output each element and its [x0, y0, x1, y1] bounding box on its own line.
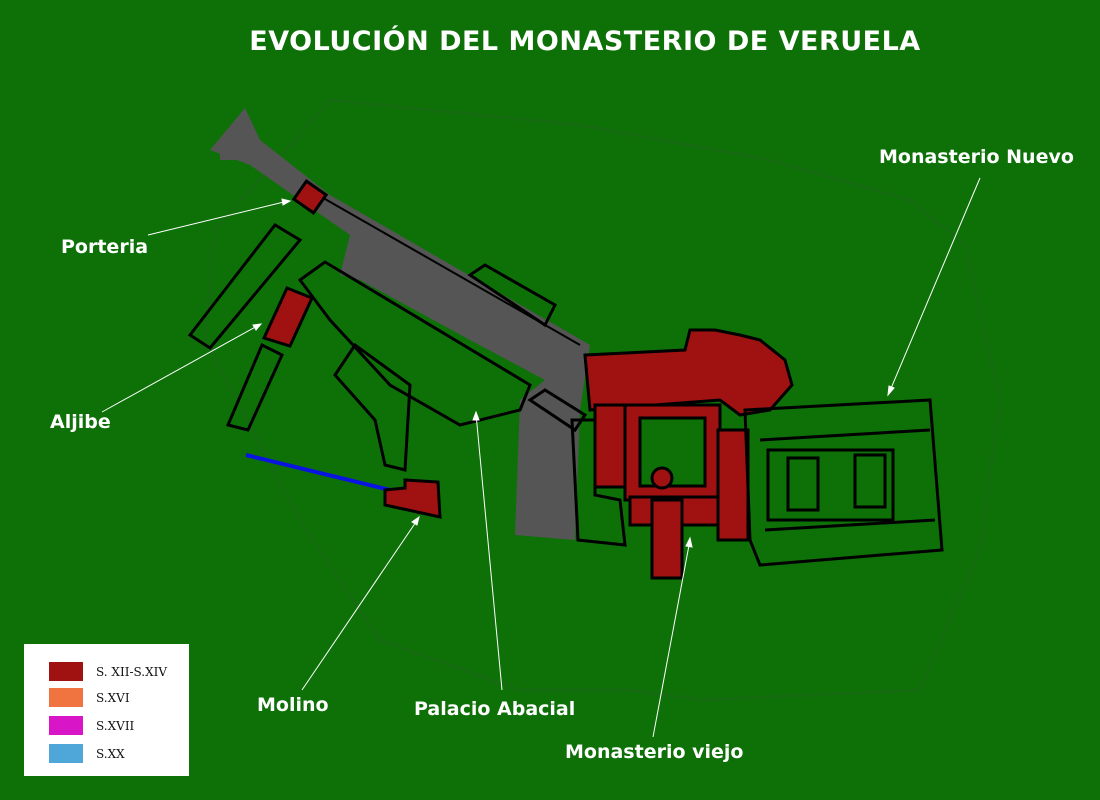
access-road	[210, 108, 590, 540]
label-molino: Molino	[257, 694, 329, 716]
porteria-building	[291, 179, 329, 215]
legend-swatch	[49, 662, 83, 681]
building-outline	[527, 388, 588, 433]
label-arrows	[101, 177, 981, 738]
legend-item: S.XX	[49, 744, 125, 763]
legend-item: S.XVII	[49, 716, 134, 735]
building-outline	[297, 260, 532, 427]
label-monasterio-nuevo: Monasterio Nuevo	[879, 146, 1074, 168]
outer-wall-outline	[203, 98, 1002, 702]
aljibe-building	[261, 286, 315, 348]
legend-item: S.XVI	[49, 688, 130, 707]
legend-label: S. XII-S.XIV	[96, 664, 168, 679]
legend-item: S. XII-S.XIV	[49, 662, 167, 681]
label-monasterio-viejo: Monasterio viejo	[565, 741, 744, 763]
legend-swatch	[49, 744, 83, 763]
monasterio-nuevo	[743, 398, 944, 567]
fountain-temple	[650, 466, 674, 490]
legend-label: S.XX	[96, 746, 125, 761]
legend-label: S.XVII	[96, 718, 135, 733]
label-palacio-abacial: Palacio Abacial	[414, 698, 576, 720]
legend-label: S.XVI	[96, 690, 130, 705]
legend-swatch	[49, 688, 83, 707]
annex-buildings	[570, 418, 627, 547]
building-outline	[333, 342, 412, 472]
legend-swatch	[49, 716, 83, 735]
building-outline	[467, 263, 557, 328]
canal-line	[245, 453, 391, 492]
molino-building	[383, 478, 442, 519]
label-porteria: Porteria	[61, 236, 149, 258]
legend: S. XII-S.XIV S.XVI S.XVII S.XX	[24, 644, 189, 776]
label-aljibe: Aljibe	[50, 411, 111, 433]
page-title: EVOLUCIÓN DEL MONASTERIO DE VERUELA	[249, 26, 921, 57]
building-outline	[225, 342, 284, 432]
building-outline	[187, 223, 303, 350]
